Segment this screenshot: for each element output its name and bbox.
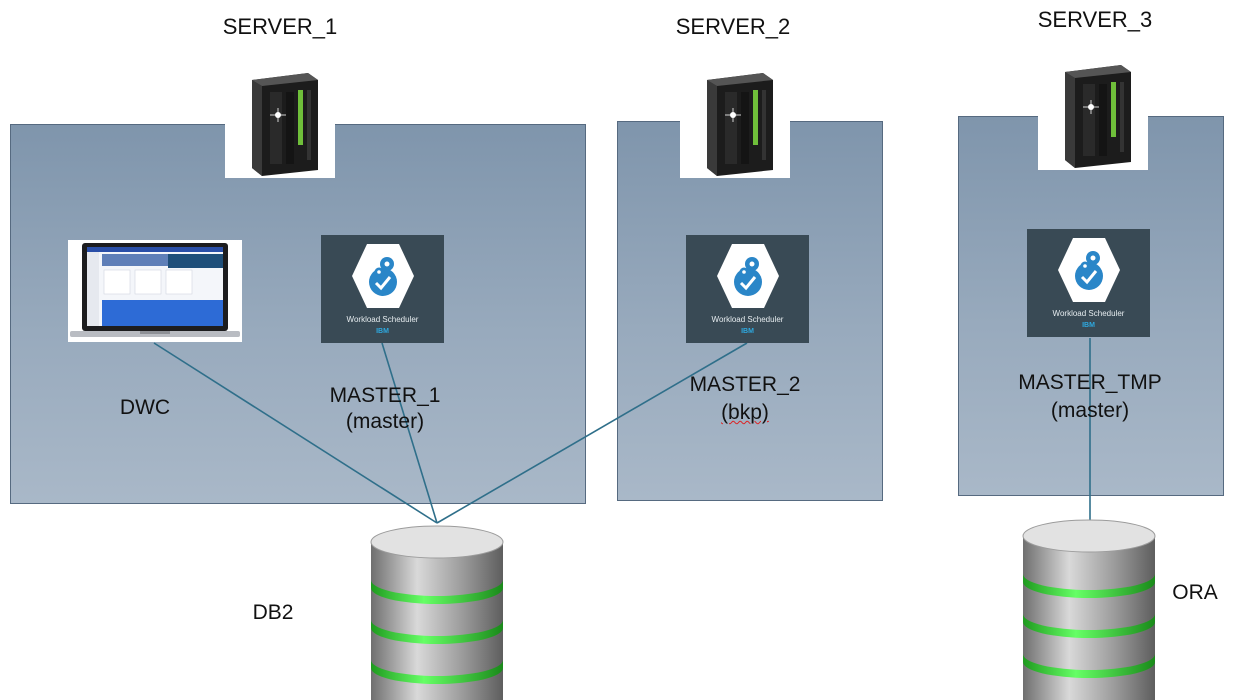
master-1-tile-name: Workload Scheduler xyxy=(346,315,419,324)
database-icon xyxy=(1022,519,1156,700)
server-3-rack xyxy=(1038,60,1148,170)
connector-dwc-db2 xyxy=(153,342,438,524)
server-2-rack xyxy=(680,68,790,178)
ora-label: ORA xyxy=(1172,581,1218,604)
master-tmp-tile-name: Workload Scheduler xyxy=(1052,309,1125,318)
dwc-label: DWC xyxy=(119,396,171,419)
master-tmp-tile-vendor: IBM xyxy=(1082,322,1095,329)
workload-scheduler-icon xyxy=(352,244,414,308)
master-2-role: (bkp) xyxy=(670,400,820,425)
laptop-icon xyxy=(68,240,242,342)
master-1-tile-vendor: IBM xyxy=(376,328,389,335)
database-icon xyxy=(370,525,504,700)
server-1-rack xyxy=(225,68,335,178)
connector-master1-db2 xyxy=(381,342,438,524)
master-1-workload-scheduler-tile: Workload Scheduler IBM xyxy=(321,235,444,343)
db2-label: DB2 xyxy=(252,601,294,624)
master-2-label: MASTER_2 xyxy=(689,373,801,396)
workload-scheduler-icon xyxy=(717,244,779,308)
master-1-label: MASTER_1 xyxy=(329,384,441,407)
master-2-tile-name: Workload Scheduler xyxy=(711,315,784,324)
server-rack-icon xyxy=(252,73,318,176)
master-2-workload-scheduler-tile: Workload Scheduler IBM xyxy=(686,235,809,343)
server-1-title: SERVER_1 xyxy=(222,14,338,39)
workload-scheduler-icon xyxy=(1058,238,1120,302)
ora-database xyxy=(1022,519,1156,700)
master-1-role: (master) xyxy=(345,410,425,433)
server-rack-icon xyxy=(1065,65,1131,168)
server-2-title: SERVER_2 xyxy=(675,14,791,39)
master-tmp-workload-scheduler-tile: Workload Scheduler IBM xyxy=(1027,229,1150,337)
master-tmp-label: MASTER_TMP xyxy=(1018,371,1162,394)
master-2-role-text: (bkp) xyxy=(721,401,769,424)
dwc-laptop xyxy=(68,240,242,347)
server-3-title: SERVER_3 xyxy=(1037,7,1153,32)
connector-master2-db2 xyxy=(436,342,748,524)
db2-database xyxy=(370,525,504,700)
server-rack-icon xyxy=(707,73,773,176)
master-2-tile-vendor: IBM xyxy=(741,328,754,335)
master-tmp-role: (master) xyxy=(1050,399,1130,422)
